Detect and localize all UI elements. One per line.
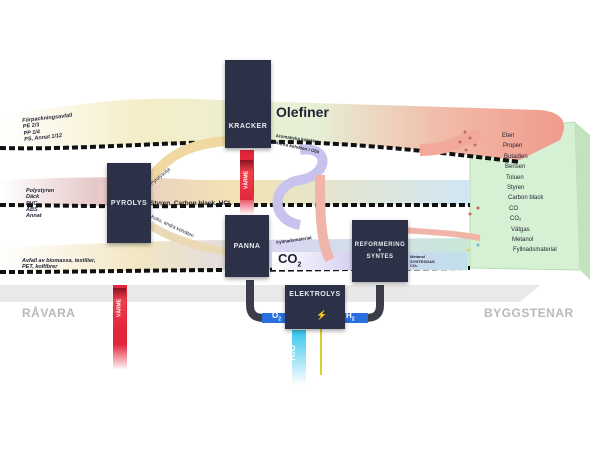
output-item: Bensen bbox=[505, 164, 526, 171]
plastics-line-3: PVC bbox=[26, 200, 38, 207]
flow-loop-purple bbox=[272, 144, 328, 230]
packaging-source: Förpackningsavfall PE 2/3 PP 1/4 PS, Ann… bbox=[22, 113, 75, 143]
flow-loop-pink bbox=[315, 174, 335, 263]
output-particles bbox=[458, 130, 480, 252]
pyrolys-box: PYROLYS bbox=[107, 163, 151, 243]
co2-label: CO2 bbox=[278, 251, 302, 269]
electric-wire bbox=[320, 325, 322, 375]
lightning-icon: ⚡ bbox=[316, 310, 328, 320]
pyrolys-label: PYROLYS bbox=[110, 199, 148, 207]
biomass-source: Avfall av biomassa, textilier, PET, kolf… bbox=[22, 258, 95, 271]
h2o-label: H₂O bbox=[288, 345, 297, 361]
ravara-title: RÅVARA bbox=[22, 306, 76, 320]
output-list: Eten Propen Butadien Bensen Toluen Styre… bbox=[502, 133, 557, 258]
kracker-box: KRACKER bbox=[225, 60, 271, 148]
reformering-label-3: SYNTES bbox=[366, 254, 394, 260]
o2-label: O2 bbox=[272, 311, 282, 323]
output-item: Metanol bbox=[512, 236, 534, 243]
platform bbox=[0, 285, 540, 302]
water-stream bbox=[292, 330, 306, 385]
output-item: Fyllnadsmaterial bbox=[513, 247, 557, 254]
panna-box: PANNA bbox=[225, 215, 269, 277]
output-item: Carbon black bbox=[508, 195, 544, 202]
byggstenar-title: BYGGSTENAR bbox=[484, 306, 574, 320]
output-item: CO bbox=[509, 205, 518, 212]
reformering-label-2: + bbox=[377, 248, 382, 254]
plastics-source: Polystyren Däck PVC ABS Annat bbox=[26, 188, 54, 220]
conveyor-low bbox=[0, 266, 471, 274]
panna-label: PANNA bbox=[233, 242, 261, 250]
flow-band-middle bbox=[0, 177, 470, 207]
output-item: Propen bbox=[503, 143, 523, 150]
output-tray-side bbox=[575, 122, 590, 280]
biomass-line-2: PET, kolfibrer bbox=[22, 264, 58, 271]
elektrolys-box: ELEKTROLYS bbox=[285, 285, 345, 329]
h2-label: H2 bbox=[346, 311, 355, 323]
output-item: Vätgas bbox=[511, 226, 530, 233]
flow-to-eten bbox=[419, 129, 482, 156]
plastics-line-4: ABS bbox=[26, 206, 38, 213]
h2-pipe-glow bbox=[340, 313, 368, 323]
output-item: Styren bbox=[507, 184, 525, 191]
reformering-syntes-box: REFORMERING + SYNTES bbox=[352, 220, 408, 282]
heat-label-kracker: VÄRME bbox=[240, 160, 253, 200]
output-item: Eten bbox=[502, 133, 515, 139]
heat-label-bottom: VÄRME bbox=[113, 288, 126, 328]
styren-label: Styren, Carbon black, HCL bbox=[150, 200, 232, 207]
elektrolys-label: ELEKTROLYS bbox=[289, 291, 341, 298]
olefiner-label: Olefiner bbox=[276, 104, 329, 120]
plastics-line-2: Däck bbox=[26, 194, 40, 201]
kracker-label: KRACKER bbox=[228, 123, 268, 130]
output-item: CO₂ bbox=[510, 216, 522, 223]
plastics-line-5: Annat bbox=[26, 213, 42, 220]
reformering-label-1: REFORMERING bbox=[354, 242, 406, 248]
syngas-label: Metanol SYNTESGAS CO₂ bbox=[410, 254, 435, 269]
biomass-line-1: Avfall av biomassa, textilier, bbox=[22, 258, 96, 264]
o2-pipe-glow bbox=[262, 313, 290, 323]
output-item: Toluen bbox=[506, 174, 524, 181]
output-item: Butadien bbox=[504, 153, 528, 160]
plastics-line-1: Polystyren bbox=[26, 188, 55, 194]
